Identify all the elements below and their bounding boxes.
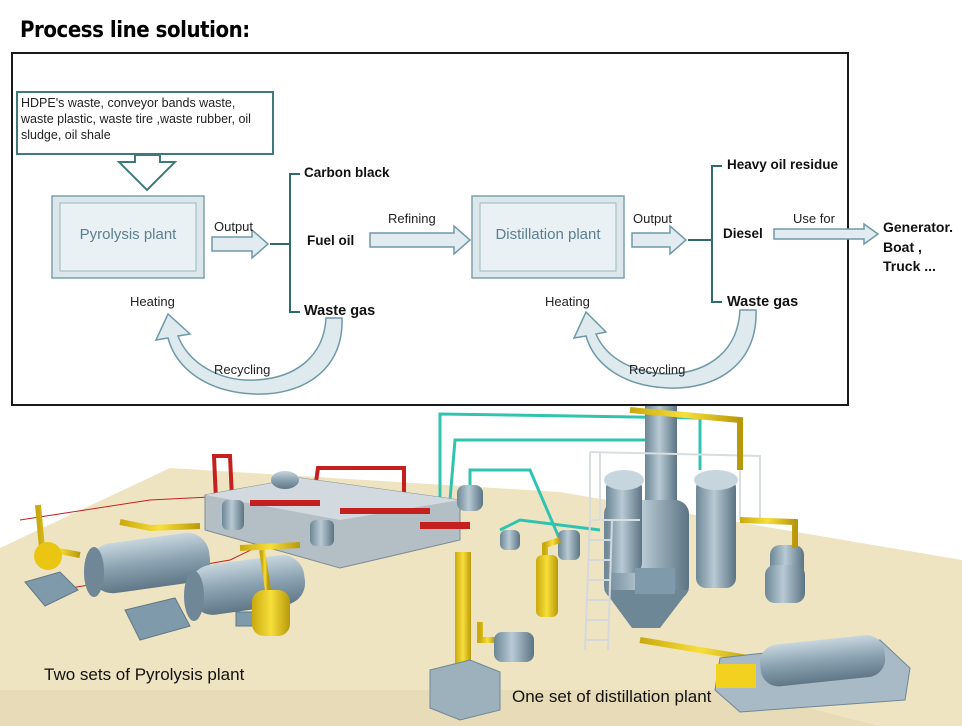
pyrolysis-output-bracket	[289, 173, 300, 313]
product-heavy-oil-residue: Heavy oil residue	[727, 157, 839, 172]
input-callout-pointer	[116, 154, 178, 192]
pyrolysis-plant-label: Pyrolysis plant	[79, 226, 177, 243]
output-arrow-2	[631, 224, 688, 256]
distillation-output-label: Output	[633, 211, 673, 226]
use-truck: Truck ...	[883, 258, 936, 274]
pyrolysis-output-label: Output	[214, 219, 254, 234]
product-waste-gas-1: Waste gas	[304, 303, 376, 319]
use-for-label: Use for	[793, 211, 835, 226]
ladder	[584, 519, 613, 651]
distillation-tower	[604, 392, 738, 628]
pyrolysis-recycling-label: Recycling	[214, 362, 271, 377]
input-materials-box: HDPE's waste, conveyor bands waste, wast…	[16, 91, 274, 155]
distillation-output-bracket	[711, 165, 722, 303]
pyrolysis-plant-box	[51, 195, 205, 279]
caption-distillation-set: One set of distillation plant	[512, 687, 712, 706]
use-boat: Boat ,	[883, 239, 922, 255]
use-generator: Generator.	[883, 219, 954, 235]
output-arrow-1	[211, 228, 270, 260]
distillation-recycling-label: Recycling	[629, 362, 686, 377]
use-for-arrow	[773, 222, 880, 246]
page-title: Process line solution:	[20, 18, 250, 43]
pyrolysis-reactor-1	[84, 532, 211, 597]
distillation-plant-box	[471, 195, 625, 279]
product-carbon-black: Carbon black	[304, 165, 390, 180]
product-fuel-oil: Fuel oil	[307, 233, 355, 248]
oil-tank-base	[429, 659, 501, 721]
distillation-heating-label: Heating	[545, 294, 590, 309]
refining-label: Refining	[388, 211, 436, 226]
caption-pyrolysis-sets: Two sets of Pyrolysis plant	[44, 665, 245, 684]
recycling-arrow-1	[154, 312, 343, 395]
recycling-arrow-2	[572, 309, 757, 389]
refining-arrow	[369, 224, 472, 256]
product-waste-gas-2: Waste gas	[727, 294, 799, 310]
pyrolysis-heating-label: Heating	[130, 294, 175, 309]
distillation-plant-label: Distillation plant	[495, 226, 601, 243]
product-diesel: Diesel	[723, 226, 763, 241]
